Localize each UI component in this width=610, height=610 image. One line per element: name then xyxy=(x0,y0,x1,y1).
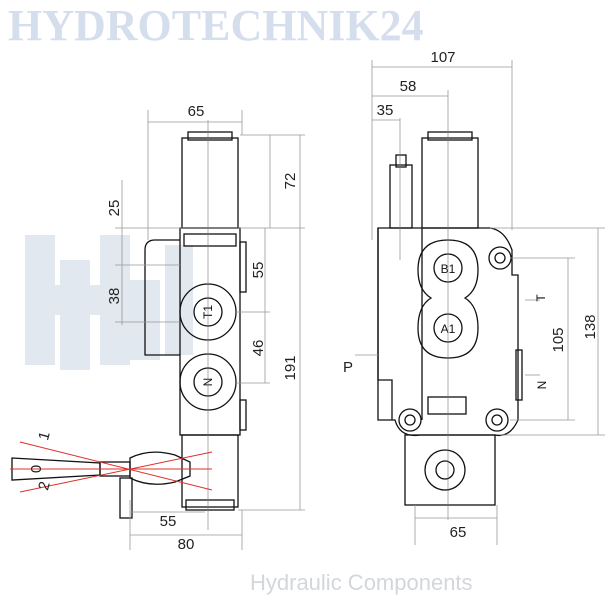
dim-left-55: 55 xyxy=(250,262,267,279)
dim-right-105: 105 xyxy=(550,327,567,352)
dim-right-58: 58 xyxy=(400,78,417,95)
right-solenoid xyxy=(421,137,479,229)
nameplate xyxy=(427,396,467,415)
lever-position-2: 2 xyxy=(35,480,54,492)
right-view: B1 A1 107 58 35 105 138 65 P T N xyxy=(343,49,605,545)
dim-left-191: 191 xyxy=(282,355,299,380)
left-view: T1 N 1 0 2 65 72 25 55 38 46 191 55 80 xyxy=(10,103,305,553)
lever-position-0: 0 xyxy=(28,465,45,473)
watermark-brand: HYDROTECHNIK24 xyxy=(8,1,424,50)
right-body xyxy=(377,227,519,437)
dim-lever-80: 80 xyxy=(178,536,195,553)
left-flange xyxy=(144,239,180,356)
dim-right-138: 138 xyxy=(582,314,599,339)
pressure-fitting xyxy=(389,164,413,229)
dim-left-25: 25 xyxy=(106,200,123,217)
lever-assembly xyxy=(10,441,213,519)
watermark-subtitle: Hydraulic Components xyxy=(250,570,473,595)
dim-left-width-65: 65 xyxy=(188,103,205,120)
left-bottom-cap xyxy=(181,434,239,508)
dim-right-35: 35 xyxy=(377,102,394,119)
port-n-right-label: N xyxy=(535,381,549,390)
left-top-cap xyxy=(181,137,239,229)
dim-lever-55: 55 xyxy=(160,513,177,530)
port-p-label: P xyxy=(343,359,353,376)
dim-right-107: 107 xyxy=(430,49,455,66)
port-t-label: T xyxy=(534,294,548,302)
dim-left-46: 46 xyxy=(250,340,267,357)
dim-left-72: 72 xyxy=(282,173,299,190)
right-bottom-cap xyxy=(404,434,496,506)
lever-position-1: 1 xyxy=(35,430,54,442)
dim-left-38: 38 xyxy=(106,288,123,305)
dim-right-65: 65 xyxy=(450,524,467,541)
